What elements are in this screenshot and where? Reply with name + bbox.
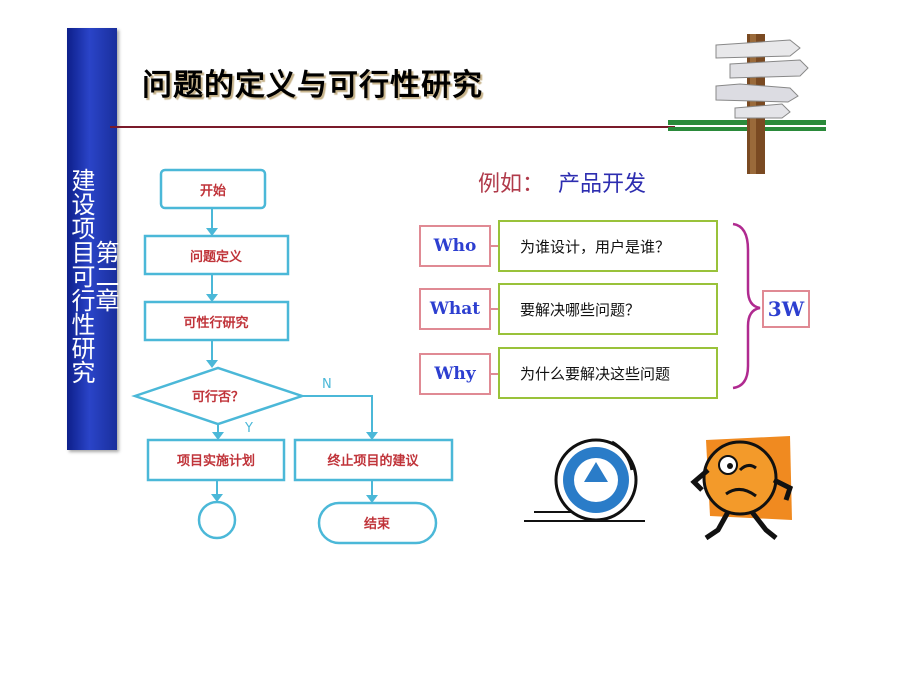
flow-define-box xyxy=(143,234,290,276)
what-question: 要解决哪些问题？ xyxy=(498,283,718,335)
example-heading: 例如： 产品开发 xyxy=(478,166,646,198)
brace-icon xyxy=(732,222,761,390)
who-label: Who xyxy=(419,225,491,267)
flow-decision-label: 可行否？ xyxy=(192,389,244,405)
flow-plan-box xyxy=(146,438,286,482)
flow-terminate-box xyxy=(293,438,454,482)
no-label: N xyxy=(322,377,332,392)
three-w-summary: 3W xyxy=(762,290,810,328)
example-label: 例如： xyxy=(478,172,545,197)
why-label: Why xyxy=(419,353,491,395)
chapter-sidebar: 第二章 建设项目可行性研究 xyxy=(67,28,119,450)
flow-plan-label: 项目实施计划 xyxy=(177,453,255,469)
flow-end-label: 结束 xyxy=(364,516,391,532)
worried-face-icon xyxy=(690,436,794,541)
flow-define-label: 问题定义 xyxy=(190,249,243,265)
chapter-title: 第二章 建设项目可行性研究 xyxy=(67,106,119,446)
flow-terminate-label: 终止项目的建议 xyxy=(327,453,419,469)
yes-label: Y xyxy=(244,421,253,436)
who-question: 为谁设计，用户是谁？ xyxy=(498,220,718,272)
flow-study-box xyxy=(143,300,290,342)
example-product: 产品开发 xyxy=(558,172,647,197)
chapter-name: 建设项目可行性研究 xyxy=(67,168,95,384)
title-divider xyxy=(110,126,675,128)
flow-end-box xyxy=(317,501,438,545)
recycle-wheel-icon xyxy=(524,438,645,522)
what-label: What xyxy=(419,288,491,330)
flow-start-label: 开始 xyxy=(200,183,226,199)
why-question: 为什么要解决这些问题 xyxy=(498,347,718,399)
chapter-number: 第二章 xyxy=(91,240,119,312)
slide-title: 问题的定义与可行性研究 xyxy=(142,68,483,103)
flow-study-label: 可性行研究 xyxy=(183,315,248,331)
